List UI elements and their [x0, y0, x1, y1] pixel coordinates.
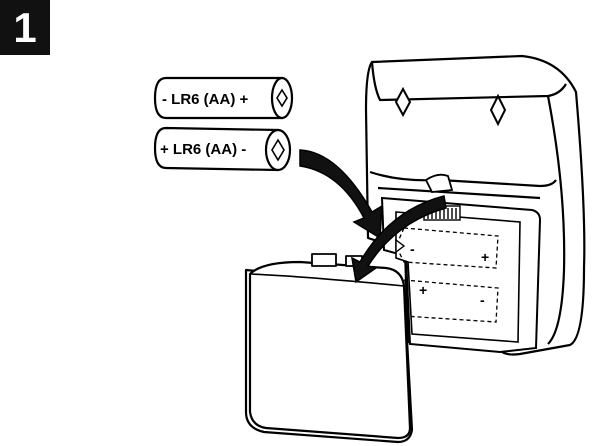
close-cover-arrow [351, 195, 447, 284]
step-number-badge: 1 [0, 0, 50, 55]
slot1-polarity-right: + [481, 249, 489, 265]
latch-tab [424, 173, 454, 193]
polarity-marker-icon [395, 238, 406, 254]
battery-aa-1: - LR6 (AA) + [153, 76, 294, 120]
slot2-polarity-right: - [480, 292, 485, 308]
battery-terminal-icon [271, 138, 285, 162]
battery-cover [244, 253, 414, 444]
battery-compartment: - + + - [380, 196, 542, 354]
battery-aa-2: + LR6 (AA) - [153, 126, 292, 172]
battery-label-2: + LR6 (AA) - [160, 141, 246, 158]
device-diamond-marks [394, 86, 507, 127]
battery-terminal-icon [276, 88, 288, 108]
step-number: 1 [13, 3, 37, 51]
battery-label-1: - LR6 (AA) + [162, 91, 248, 108]
slot2-polarity-left: + [419, 282, 427, 298]
slot1-polarity-left: - [410, 241, 415, 257]
